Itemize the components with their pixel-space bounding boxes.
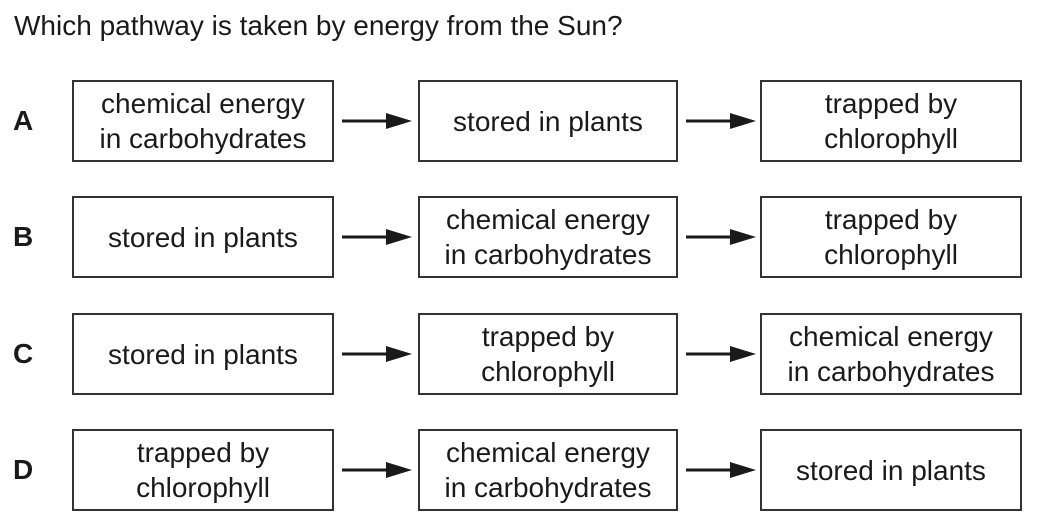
pathway-step-text: chemical energy in carbohydrates	[444, 437, 652, 503]
pathway-step-text: chemical energy in carbohydrates	[787, 321, 995, 387]
right-arrow-icon	[342, 229, 412, 245]
option-letter: A	[13, 105, 34, 136]
pathway-box: chemical energy in carbohydrates	[418, 429, 678, 511]
pathway-box: trapped by chlorophyll	[72, 429, 334, 511]
pathway-step-text: stored in plants	[453, 105, 643, 137]
pathway-step-text: chemical energy in carbohydrates	[99, 88, 307, 154]
pathway-box: stored in plants	[418, 80, 678, 162]
right-arrow-icon	[686, 346, 756, 362]
right-arrow-icon	[686, 113, 756, 129]
pathway-step-text: trapped by chlorophyll	[824, 204, 958, 270]
option-letter: D	[13, 454, 34, 485]
right-arrow-icon	[342, 462, 412, 478]
pathway-box: stored in plants	[72, 196, 334, 278]
right-arrow-icon	[342, 346, 412, 362]
option-row-b: B stored in plants chemical energy in ca…	[0, 196, 1041, 278]
question-text: Which pathway is taken by energy from th…	[14, 10, 623, 41]
option-row-d: D trapped by chlorophyll chemical energy…	[0, 429, 1041, 511]
pathway-step-text: stored in plants	[108, 338, 298, 370]
pathway-box: trapped by chlorophyll	[760, 196, 1022, 278]
right-arrow-icon	[686, 462, 756, 478]
right-arrow-icon	[342, 113, 412, 129]
pathway-box: chemical energy in carbohydrates	[418, 196, 678, 278]
pathway-step-text: trapped by chlorophyll	[481, 321, 615, 387]
pathway-box: trapped by chlorophyll	[418, 313, 678, 395]
pathway-step-text: stored in plants	[796, 454, 986, 486]
pathway-box: chemical energy in carbohydrates	[72, 80, 334, 162]
option-row-c: C stored in plants trapped by chlorophyl…	[0, 313, 1041, 395]
pathway-box: stored in plants	[760, 429, 1022, 511]
pathway-box: stored in plants	[72, 313, 334, 395]
pathway-step-text: trapped by chlorophyll	[136, 437, 270, 503]
pathway-step-text: stored in plants	[108, 221, 298, 253]
option-letter: B	[13, 221, 34, 252]
option-row-a: A chemical energy in carbohydrates store…	[0, 80, 1041, 162]
pathway-step-text: trapped by chlorophyll	[824, 88, 958, 154]
option-letter: C	[13, 338, 34, 369]
pathway-box: trapped by chlorophyll	[760, 80, 1022, 162]
pathway-step-text: chemical energy in carbohydrates	[444, 204, 652, 270]
pathway-box: chemical energy in carbohydrates	[760, 313, 1022, 395]
right-arrow-icon	[686, 229, 756, 245]
